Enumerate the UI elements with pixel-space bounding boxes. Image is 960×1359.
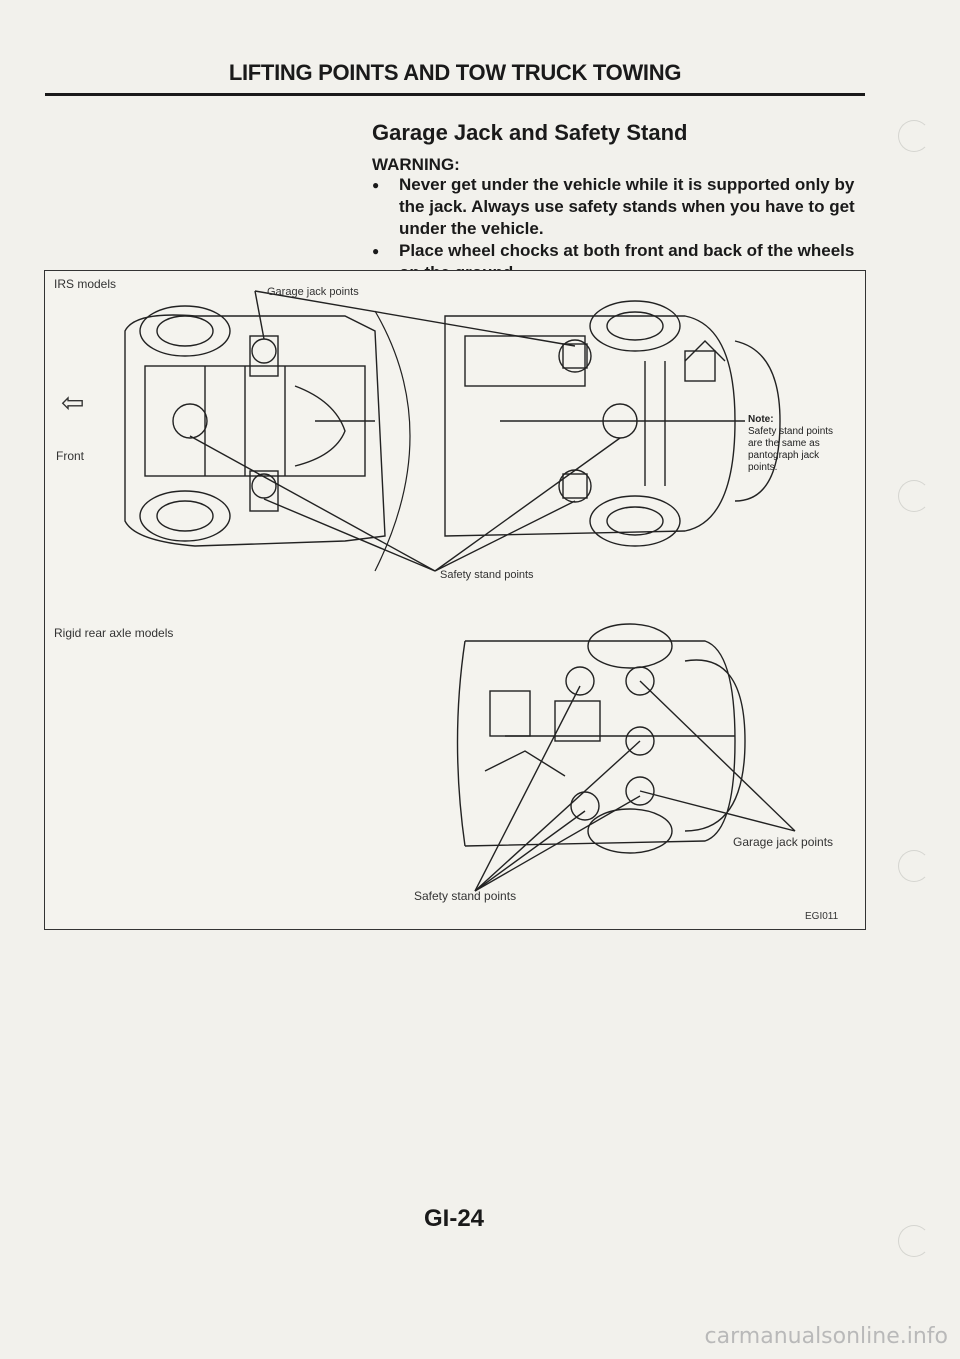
warning-list: ● Never get under the vehicle while it i… bbox=[372, 174, 872, 284]
safety-stand-points-label-top: Safety stand points bbox=[440, 569, 534, 581]
bullet-icon: ● bbox=[372, 178, 380, 192]
rigid-rear-underbody bbox=[456, 623, 746, 854]
safety-stand-points-label-bottom: Safety stand points bbox=[414, 889, 517, 903]
note-box: Note: Safety stand points are the same a… bbox=[748, 414, 848, 474]
header-rule bbox=[45, 93, 865, 96]
irs-rear-underbody bbox=[444, 300, 781, 547]
binder-hole bbox=[898, 120, 930, 152]
garage-jack-points-label-bottom: Garage jack points bbox=[733, 835, 834, 849]
figure-code: EGI011 bbox=[805, 911, 839, 922]
front-label: Front bbox=[56, 449, 85, 463]
irs-front-underbody bbox=[124, 305, 386, 547]
note-title: Note: bbox=[748, 414, 774, 425]
watermark: carmanualsonline.info bbox=[704, 1324, 948, 1349]
note-body: Safety stand points are the same as pant… bbox=[748, 426, 834, 473]
binder-hole bbox=[898, 850, 930, 882]
left-arrow-icon: ⇦ bbox=[61, 387, 85, 418]
rigid-rear-axle-label: Rigid rear axle models bbox=[54, 626, 174, 640]
warning-item: ● Never get under the vehicle while it i… bbox=[372, 174, 872, 240]
lifting-points-figure: IRS models ⇦ Front Garage jack points Sa… bbox=[44, 270, 866, 930]
section-title: Garage Jack and Safety Stand bbox=[372, 120, 688, 145]
warning-label: WARNING: bbox=[372, 155, 460, 174]
garage-jack-points-label-top: Garage jack points bbox=[267, 286, 359, 298]
bullet-icon: ● bbox=[372, 244, 380, 258]
irs-models-label: IRS models bbox=[54, 277, 117, 291]
page-number: GI-24 bbox=[424, 1205, 485, 1232]
vehicle-underbody-diagram bbox=[124, 290, 796, 892]
page-header-title: LIFTING POINTS AND TOW TRUCK TOWING bbox=[228, 60, 682, 85]
binder-hole bbox=[898, 1225, 930, 1257]
binder-hole bbox=[898, 480, 930, 512]
warning-text: Never get under the vehicle while it is … bbox=[399, 175, 855, 238]
